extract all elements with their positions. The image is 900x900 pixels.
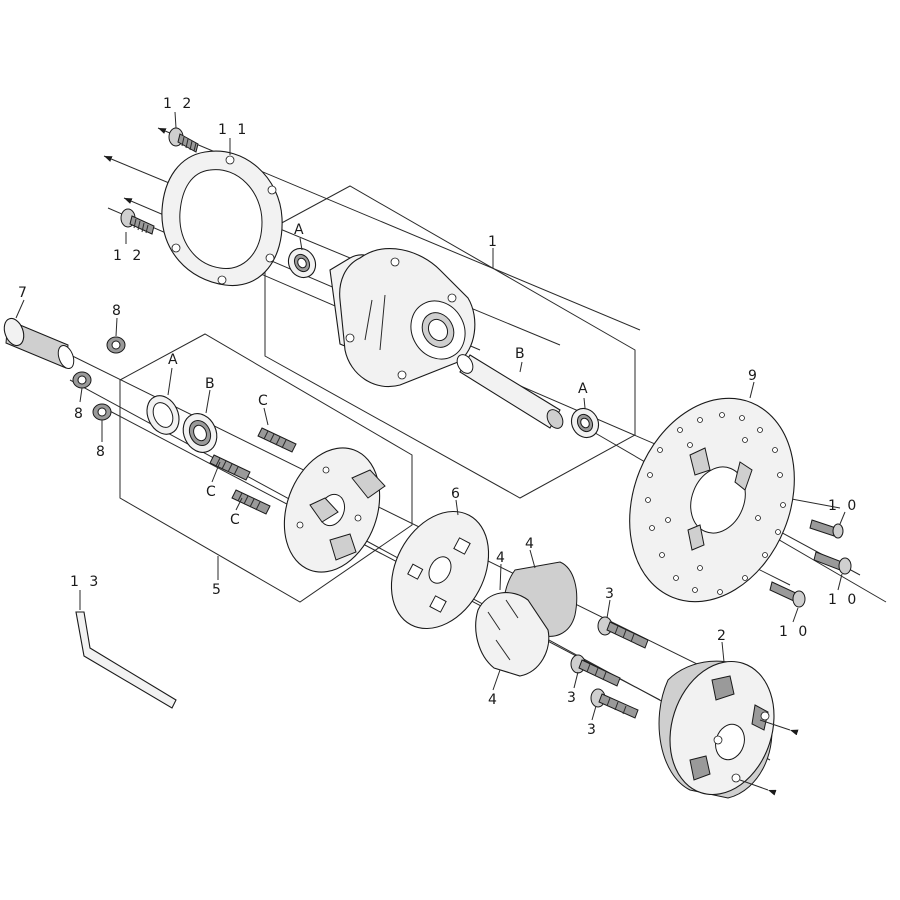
assembly-box-5 (119, 333, 413, 603)
bolt-10-top (809, 519, 844, 539)
nut-8-bottom (92, 403, 112, 421)
callout-b-carrier: B (205, 376, 218, 392)
callout-8-bottom: 8 (96, 444, 108, 460)
callout-5: 5 (212, 582, 224, 598)
spacer-b-tube (456, 354, 564, 429)
callout-7: 7 (18, 285, 30, 301)
callout-a-hub-left: A (294, 222, 307, 238)
callout-c-middle: C (206, 484, 219, 500)
callout-a-hub-right: A (578, 381, 591, 397)
hex-key-13 (75, 611, 177, 709)
callout-c-upper: C (258, 393, 271, 409)
callout-3-top: 3 (605, 586, 617, 602)
bolt-10-middle (813, 551, 852, 575)
brake-disc-9 (629, 397, 795, 603)
axle-sleeve-7 (3, 317, 75, 370)
callout-3-bottom: 3 (587, 722, 599, 738)
hub-part (329, 248, 476, 387)
gasket-part (161, 150, 283, 287)
callout-9: 9 (748, 368, 760, 384)
callout-2: 2 (717, 628, 729, 644)
nut-8-top (106, 336, 126, 354)
callout-13: 1 3 (70, 574, 101, 590)
bearing-b-carrier (182, 413, 218, 453)
bearing-a-carrier (146, 395, 180, 435)
callout-4-lower: 4 (488, 692, 500, 708)
assembly-box-1 (264, 185, 636, 499)
callout-12-lower: 1 2 (113, 248, 144, 264)
callout-8-middle: 8 (74, 406, 86, 422)
carrier-2 (658, 660, 775, 799)
callout-4-upper-right: 4 (525, 536, 537, 552)
callout-c-lower: C (230, 512, 243, 528)
plate-6 (390, 510, 490, 630)
carrier-plate (283, 447, 386, 573)
callout-10-middle: 1 0 (828, 592, 859, 608)
bolt-3-middle (570, 654, 621, 687)
callout-a-carrier: A (168, 352, 181, 368)
bolt-3-top (597, 616, 649, 649)
bearing-a-hub-right (570, 407, 600, 439)
callout-10-top: 1 0 (828, 498, 859, 514)
callout-1: 1 (488, 234, 500, 250)
callout-3-middle: 3 (567, 690, 579, 706)
callout-b-tube: B (515, 346, 528, 362)
stud-c-upper (257, 427, 297, 453)
callout-4-upper-left: 4 (496, 550, 508, 566)
nut-8-middle (72, 371, 92, 389)
stud-c-lower (231, 489, 271, 515)
stud-c-middle (209, 454, 251, 481)
callout-12-upper: 1 2 (163, 96, 194, 112)
bolt-12-upper (168, 127, 199, 153)
callout-11: 1 1 (218, 122, 249, 138)
bolt-12-lower (120, 208, 155, 235)
bolt-3-bottom (590, 688, 639, 719)
disc-holes (645, 412, 786, 595)
bolt-10-bottom (769, 581, 806, 608)
callout-8-top: 8 (112, 303, 124, 319)
bearing-a-hub-left (287, 247, 317, 279)
callout-10-bottom: 1 0 (779, 624, 810, 640)
leader-lines (15, 111, 846, 721)
callout-6: 6 (451, 486, 463, 502)
callout-labels: 1 2 1 1 1 2 1 A B A 9 7 8 8 8 A B C C C … (18, 96, 859, 738)
damper-4-front (475, 592, 550, 677)
